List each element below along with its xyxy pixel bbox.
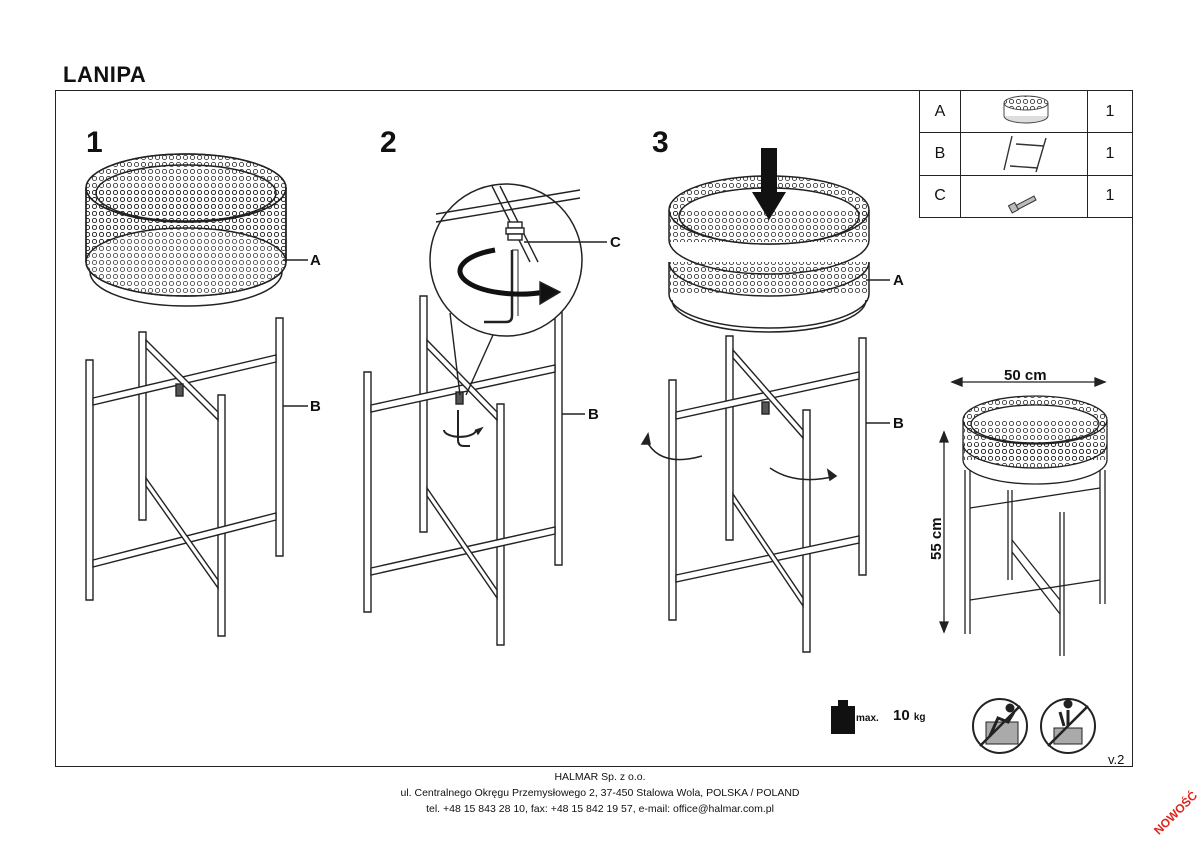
step1-frame	[85, 317, 284, 637]
parts-row: C 1	[919, 174, 1133, 219]
part-image	[960, 89, 1088, 134]
label-b-step2: B	[588, 406, 599, 423]
version-label: v.2	[1108, 752, 1125, 767]
label-a-step1: A	[310, 252, 321, 269]
part-image	[960, 174, 1088, 219]
part-image	[960, 132, 1088, 176]
part-letter: C	[919, 174, 961, 219]
max-load-label: max.	[856, 713, 879, 724]
parts-row: A 1	[919, 89, 1133, 134]
part-quantity: 1	[1087, 132, 1133, 176]
parts-row: B 1	[919, 132, 1133, 176]
rotate-arrow-icon	[645, 439, 703, 461]
step2-drawing	[363, 183, 607, 646]
step3-frame	[668, 335, 867, 653]
dimension-drawing	[939, 377, 1108, 656]
hex-key-icon	[457, 410, 470, 447]
label-b-step1: B	[310, 398, 321, 415]
step1-drawing	[85, 153, 308, 637]
step3-drawing	[640, 148, 890, 653]
max-load-number: 10	[893, 707, 910, 724]
no-climbing-icon	[972, 698, 1028, 754]
width-dimension: 50 cm	[1004, 367, 1047, 384]
part-letter: A	[919, 89, 961, 134]
step-number-1: 1	[86, 126, 103, 159]
rotate-arrow-icon	[539, 280, 562, 306]
step-number-2: 2	[380, 126, 397, 159]
footer-address: ul. Centralnego Okręgu Przemysłowego 2, …	[400, 787, 800, 799]
instruction-frame	[55, 90, 1133, 767]
no-standing-icon	[1040, 698, 1096, 754]
height-dimension: 55 cm	[928, 517, 945, 560]
label-b-step3: B	[893, 415, 904, 432]
max-load-unit: kg	[913, 712, 926, 723]
step1-ring	[85, 153, 287, 307]
footer-contact: tel. +48 15 843 28 10, fax: +48 15 842 1…	[426, 803, 774, 815]
label-a-step3: A	[893, 272, 904, 289]
parts-list: A 1 B 1 C 1	[919, 89, 1133, 219]
part-letter: B	[919, 132, 961, 176]
part-quantity: 1	[1087, 174, 1133, 219]
footer-company: HALMAR Sp. z o.o.	[554, 771, 646, 783]
step2-frame	[363, 289, 563, 646]
label-c-step2: C	[610, 234, 621, 251]
step-number-3: 3	[652, 126, 669, 159]
part-quantity: 1	[1087, 89, 1133, 134]
max-load-value: 10 kg	[893, 707, 926, 724]
weight-icon	[831, 700, 855, 734]
step2-magnifier	[429, 183, 583, 396]
document-title: LANIPA	[63, 62, 147, 87]
down-arrow-icon	[752, 148, 786, 220]
